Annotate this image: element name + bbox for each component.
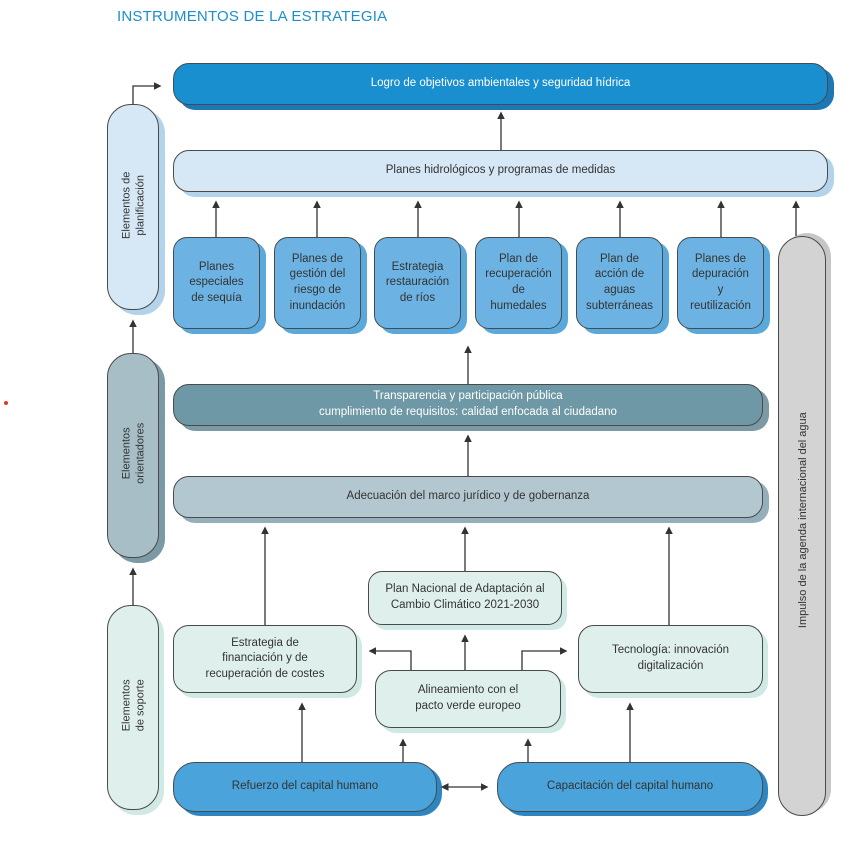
- logro-objetivos-text: Logro de objetivos ambientales y segurid…: [370, 77, 631, 90]
- elementos-soporte-label: Elementos de soporte: [107, 605, 159, 810]
- plan-depuracion-box: Planes de depuración y reutilización: [677, 237, 764, 329]
- rios-line-1: Estrategia: [391, 260, 444, 273]
- arrow-alineamiento-to-tecnologia: [521, 647, 568, 670]
- financiacion-line-2: financiación y de: [222, 652, 308, 665]
- plan-humedales-box: Plan de recuperación de humedales: [475, 237, 562, 329]
- humedales-line-3: de: [512, 284, 525, 296]
- sequia-line-3: de sequía: [191, 291, 242, 304]
- aguas-line-4: subterráneas: [585, 299, 654, 312]
- tecnologia-box: Tecnología: innovación digitalización: [578, 625, 763, 693]
- arrow-alineamiento-to-financiacion: [368, 647, 412, 670]
- capacitacion-text: Capacitación del capital humano: [546, 780, 714, 793]
- refuerzo-text: Refuerzo del capital humano: [231, 780, 379, 793]
- alineamiento-line-1: Alineamiento con el: [417, 684, 519, 697]
- arrow-planificacion-to-logro: [132, 82, 162, 104]
- sequia-line-2: especiales: [189, 276, 244, 289]
- transparencia-line-2: cumplimiento de requisitos: calidad enfo…: [319, 406, 617, 418]
- transparencia-box: Transparencia y participación pública cu…: [173, 384, 763, 426]
- inundacion-line-4: inundación: [289, 299, 346, 312]
- tecnologia-line-1: Tecnología: innovación: [612, 644, 729, 657]
- logro-objetivos-box: Logro de objetivos ambientales y segurid…: [173, 63, 828, 105]
- pna-line-1: Plan Nacional de Adaptación al: [385, 583, 545, 596]
- sequia-line-1: Planes: [198, 260, 235, 273]
- elementos-orientadores-label: Elementos orientadores: [107, 353, 159, 558]
- humedales-line-2: recuperación: [485, 268, 552, 281]
- financiacion-line-3: recuperación de costes: [205, 667, 325, 680]
- plan-sequia-box: Planes especiales de sequía: [173, 237, 260, 329]
- depuracion-line-2: depuración: [692, 268, 749, 281]
- diagram-title: INSTRUMENTOS DE LA ESTRATEGIA: [117, 8, 388, 25]
- aguas-line-2: acción de: [594, 268, 645, 281]
- rios-line-2: restauración: [385, 276, 450, 289]
- tecnologia-line-2: digitalización: [637, 660, 704, 672]
- depuracion-line-3: y: [717, 284, 724, 296]
- plan-nacional-adaptacion-box: Plan Nacional de Adaptación al Cambio Cl…: [368, 571, 562, 625]
- financiacion-line-1: Estrategia de: [231, 636, 299, 649]
- aguas-line-3: aguas: [603, 284, 636, 296]
- refuerzo-capital-humano-box: Refuerzo del capital humano: [173, 762, 437, 812]
- plan-inundacion-box: Planes de gestión del riesgo de inundaci…: [274, 237, 361, 329]
- pna-line-2: Cambio Climático 2021-2030: [390, 599, 540, 611]
- rios-line-3: de ríos: [399, 291, 436, 304]
- inundacion-line-1: Planes de: [291, 252, 344, 265]
- depuracion-line-4: reutilización: [690, 299, 751, 312]
- alineamiento-line-2: pacto verde europeo: [415, 700, 521, 712]
- planes-hidrologicos-box: Planes hidrológicos y programas de medid…: [173, 150, 828, 192]
- transparencia-line-1: Transparencia y participación pública: [373, 390, 563, 403]
- aguas-line-1: Plan de: [599, 252, 639, 265]
- capacitacion-capital-humano-box: Capacitación del capital humano: [497, 762, 763, 812]
- planes-hidrologicos-text: Planes hidrológicos y programas de medid…: [385, 164, 616, 177]
- humedales-line-4: humedales: [490, 299, 547, 312]
- impulso-agenda-label: Impulso de la agenda internacional del a…: [778, 236, 826, 816]
- depuracion-line-1: Planes de: [694, 252, 747, 265]
- estrategia-financiacion-box: Estrategia de financiación y de recupera…: [173, 625, 357, 693]
- estrategia-rios-box: Estrategia restauración de ríos: [374, 237, 461, 329]
- inundacion-line-3: riesgo de: [293, 284, 342, 296]
- humedales-line-1: Plan de: [498, 252, 538, 265]
- adecuacion-text: Adecuación del marco jurídico y de gober…: [346, 490, 590, 503]
- inundacion-line-2: gestión del: [289, 268, 346, 281]
- adecuacion-box: Adecuación del marco jurídico y de gober…: [173, 476, 763, 518]
- alineamiento-box: Alineamiento con el pacto verde europeo: [375, 670, 561, 728]
- plan-aguas-subterraneas-box: Plan de acción de aguas subterráneas: [576, 237, 663, 329]
- page-marker-dot: [4, 401, 8, 405]
- elementos-planificacion-label: Elementos de planificación: [107, 104, 159, 310]
